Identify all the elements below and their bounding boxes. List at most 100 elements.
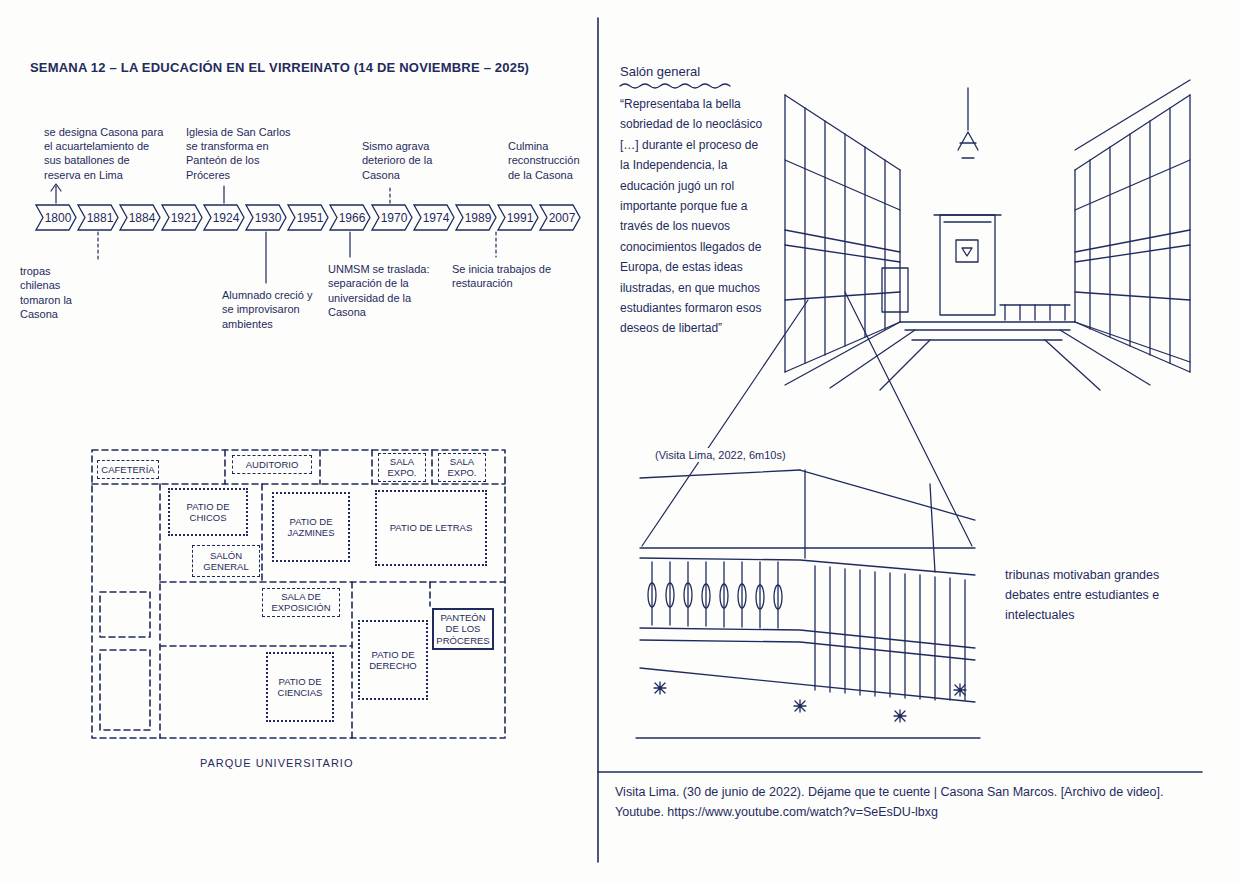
floor-plan-walls [224,450,226,484]
floor-plan-walls [159,484,161,738]
balustrade-sketch [702,584,710,608]
hall-sketch [1075,322,1190,372]
hall-sketch [1075,230,1190,252]
chevron-outline [162,205,202,230]
hall-sketch [1019,305,1020,320]
zoom-leader [845,292,972,546]
hall-sketch [1189,95,1190,372]
balustrade-sketch [648,583,656,607]
hall-sketch [1075,95,1190,170]
timeline-leader [97,232,98,259]
balustrade-sketch [934,577,935,700]
timeline-year: 1974 [413,204,455,231]
floor-plan-walls [371,450,373,484]
chevron-outline [78,205,118,230]
balustrade-sketch [654,682,666,694]
hall-sketch [1074,170,1075,322]
timeline-year: 1991 [497,204,539,231]
timeline-leader [51,184,61,191]
hall-sketch [1089,160,1090,329]
hall-sketch [785,292,900,300]
floor-plan-walls [319,450,321,484]
timeline-year: 1884 [119,204,161,231]
year-label: 1991 [507,211,534,225]
balustrade-sketch [720,584,728,608]
room-label: PATIO DE CIENCIAS [271,676,329,699]
heading-underline [620,84,730,88]
hall-sketch [804,108,805,363]
hall-sketch [864,147,865,337]
chevron-outline [540,205,580,230]
timeline-year: 1800 [35,204,77,231]
hall-sketch [899,170,900,322]
year-label: 1930 [255,211,282,225]
hall-sketch [785,160,900,210]
floor-plan-room: SALA DE EXPOSICIÓN [262,588,340,617]
year-label: 1921 [171,211,198,225]
room-label: CAFETERÍA [101,464,154,475]
hall-sketch [1075,160,1190,210]
balustrade-sketch [723,562,724,627]
floor-plan-room: PATIO DE CHICOS [168,488,248,536]
hall-sketch [785,230,900,252]
balustrade-sketch [687,562,688,626]
hall-sketch [944,221,991,222]
floor-plan-walls [92,450,505,738]
chevron-outline [456,205,496,230]
hall-sketch [1049,305,1050,320]
room-label: SALA DE EXPOSICIÓN [266,591,336,614]
year-label: 1881 [87,211,114,225]
hall-sketch [1060,330,1150,385]
balustrade-sketch [669,562,670,625]
hall-sketch [1034,305,1035,320]
timeline-year: 1966 [329,204,371,231]
balustrade-sketch [814,566,815,690]
page-title: SEMANA 12 – LA EDUCACIÓN EN EL VIRREINAT… [30,60,529,77]
year-label: 1966 [339,211,366,225]
year-label: 1970 [381,211,408,225]
timeline-note: Culmina reconstrucción de la Casona [508,139,590,182]
chevron-outline [498,205,538,230]
balustrade-sketch [904,574,905,698]
hall-sketch [956,240,978,262]
balustrade-sketch [777,562,778,628]
chevron-outline [372,205,412,230]
hall-sketch [1045,340,1100,390]
floor-plan-room: PATIO DE LETRAS [375,490,487,566]
hall-sketch [967,88,968,130]
section-heading: Salón general [620,64,750,81]
balustrade-sketch [949,578,950,700]
timeline-year: 2007 [539,204,581,231]
floor-plan-walls [100,650,150,730]
timeline-leader [55,186,56,203]
hall-sketch [1075,322,1190,362]
hall-sketch [962,157,974,158]
timeline-year: 1970 [371,204,413,231]
balustrade-sketch [774,585,782,609]
balustrade-sketch [705,562,706,626]
floor-plan-room: PANTEÓN DE LOS PRÓCERES [432,608,494,650]
timeline-year: 1924 [203,204,245,231]
balustrade-sketch [794,700,806,712]
timeline-year: 1951 [287,204,329,231]
balustrade-sketch [640,470,800,478]
balustrade-sketch [800,470,975,520]
side-note: tribunas motivaban grandes debates entre… [1005,565,1170,625]
hall-sketch [960,142,976,143]
timeline-leader [389,186,390,203]
hall-sketch [785,80,1190,390]
hall-sketch [1075,292,1190,300]
timeline-leader [265,232,266,283]
hall-sketch [844,134,845,346]
floor-plan-walls [431,450,433,484]
quote-citation: (Visita Lima, 2022, 6m10s) [655,448,845,462]
floor-plan-room: CAFETERÍA [97,460,159,479]
timeline-year: 1881 [77,204,119,231]
reference: Visita Lima. (30 de junio de 2022). Déja… [615,782,1215,822]
timeline-leader [223,186,224,203]
timeline-leader [349,232,350,257]
hall-sketch [882,268,908,312]
balustrade-sketch [684,583,692,607]
room-label: PATIO DE JAZMINES [277,516,345,539]
floor-plan-room: SALA EXPO. [438,453,486,482]
